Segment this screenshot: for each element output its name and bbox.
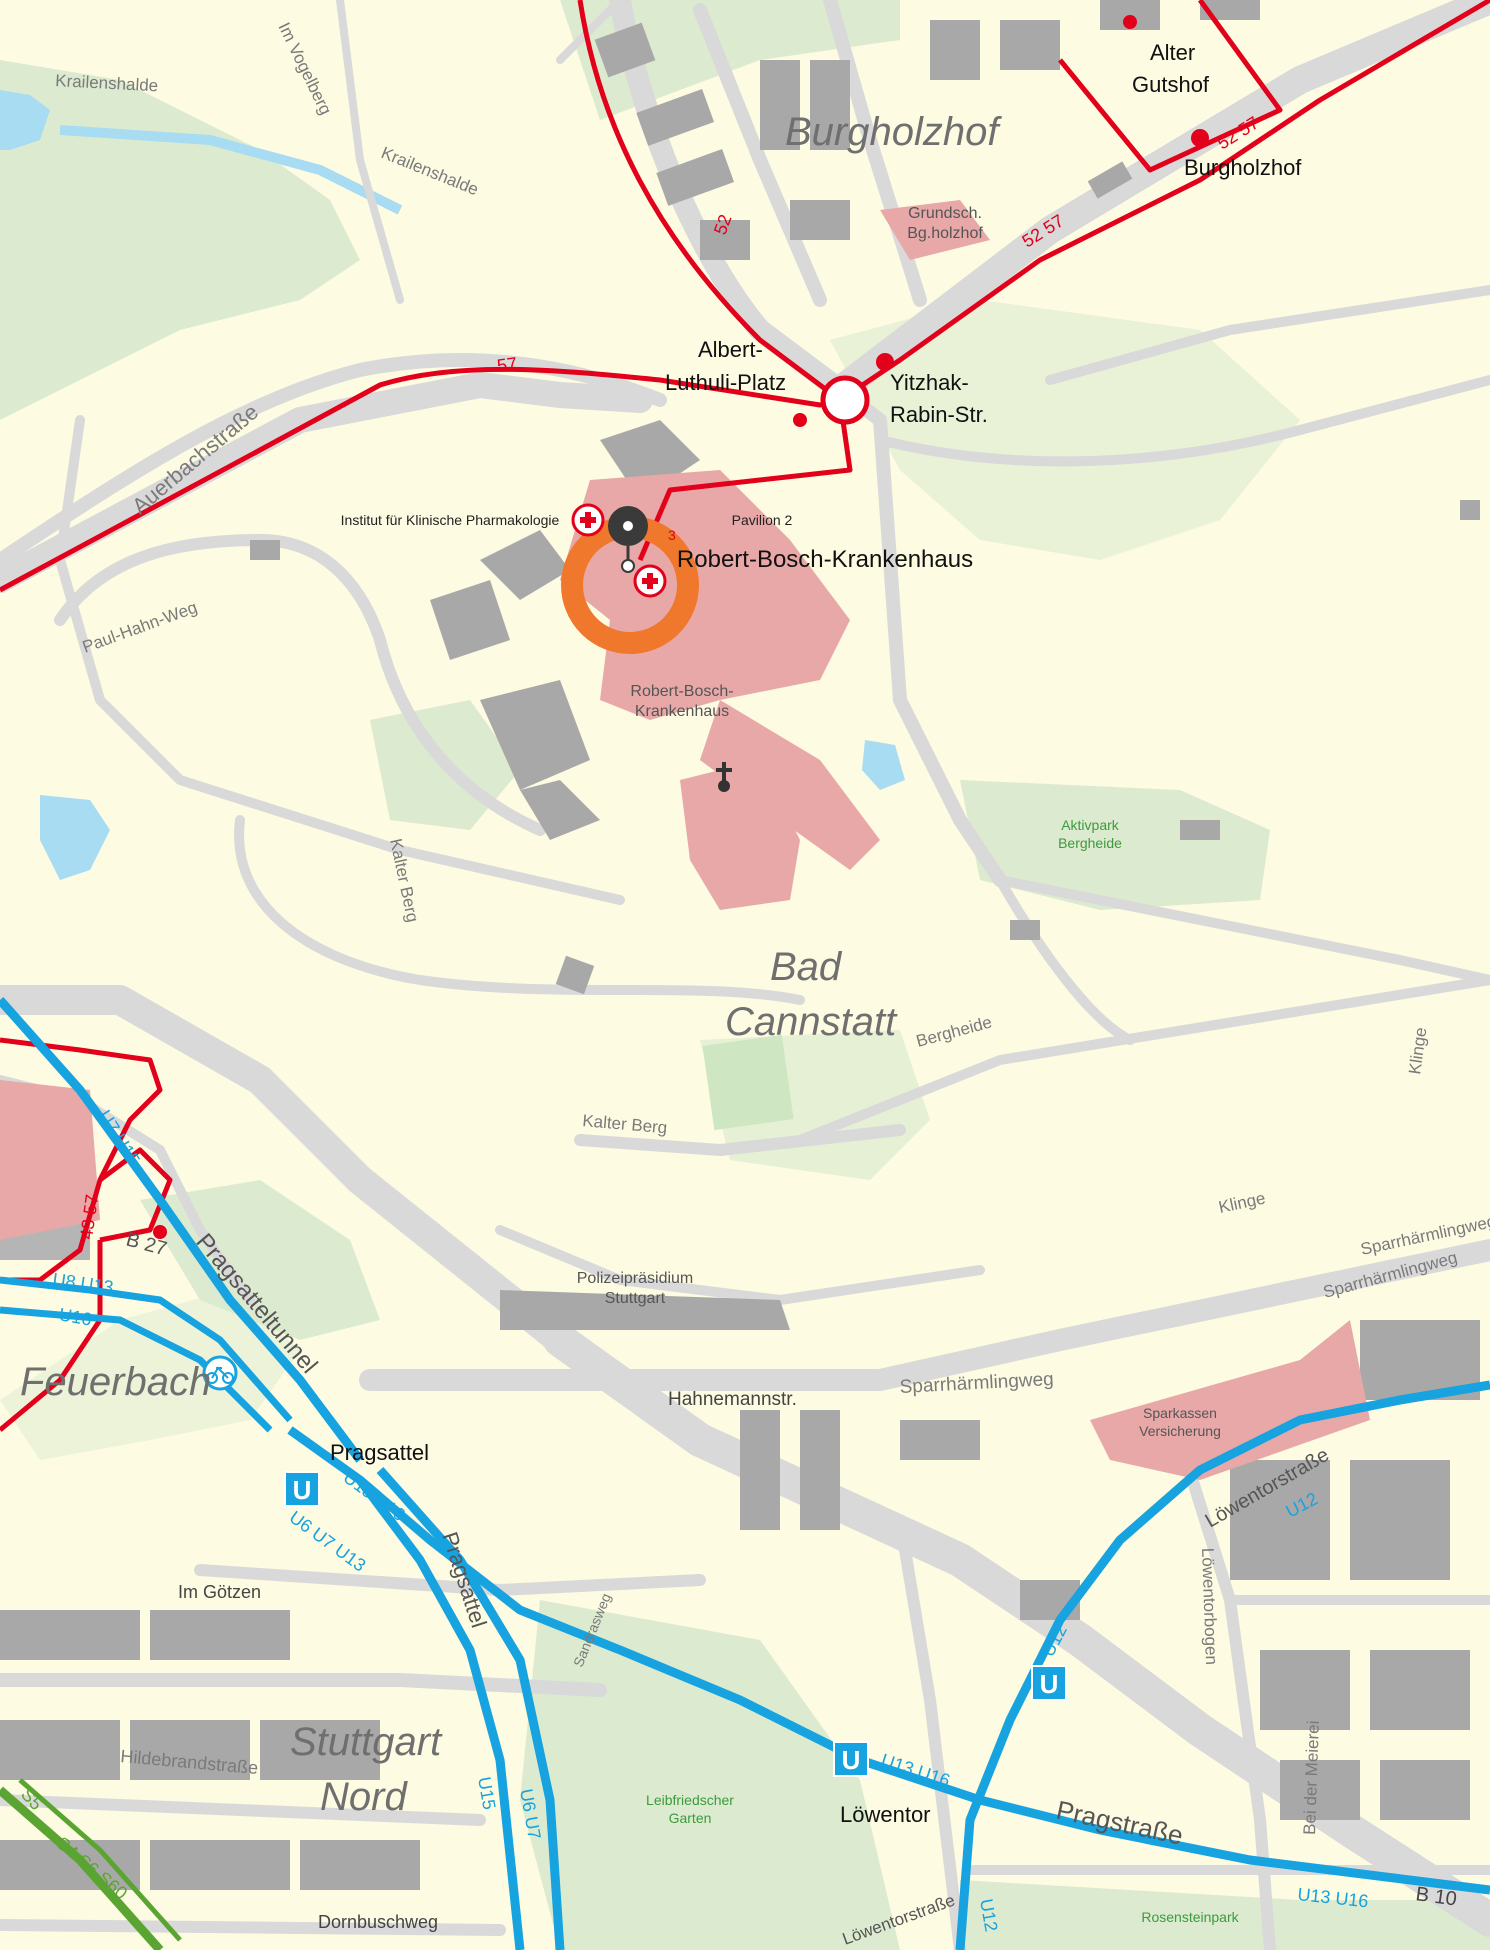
ubahn-u12 [955,1380,1490,1950]
bicycle-icon [202,1355,238,1391]
line-label-u16: U16 [57,1304,93,1329]
label-grundschule: Grundsch. [908,205,982,222]
street-dornbuschweg: Dornbuschweg [318,1912,438,1932]
label-rosensteinpark: Rosensteinpark [1141,1909,1239,1925]
roundabout-icon [820,375,870,425]
street-klinge: Klinge [1405,1026,1430,1075]
street-im-goetzen: Im Götzen [178,1582,261,1602]
street-paul-hahn-weg: Paul-Hahn-Weg [80,598,200,657]
hospital-icon [633,564,667,598]
street-klinge: Klinge [1217,1189,1267,1217]
ubahn-station-u12-icon: U [1031,1665,1067,1701]
stop-dot-luthuli [793,413,807,427]
stop-dot-yitzhak [876,353,894,371]
line-label-u15: U15 [474,1775,499,1811]
label-sparkassen: Versicherung [1139,1423,1221,1439]
district-stuttgart: Stuttgart [290,1720,443,1764]
stop-label-alter-gutshof: Alter [1150,40,1195,65]
district-bad: Bad [770,945,843,989]
stop-dot-feuerbach [153,1225,167,1239]
location-pin-icon [608,506,648,573]
stop-label-albert-luthuli: Luthuli-Platz [665,370,786,395]
stop-label-alter-gutshof: Gutshof [1132,72,1210,97]
street-kalter-berg: Kalter Berg [582,1111,668,1137]
stop-dot-burgholzhof [1191,129,1209,147]
street-hahnemannstr: Hahnemannstr. [668,1389,797,1410]
label-pavilion: Pavilion 2 [732,512,793,528]
street-im-vogelberg: Im Vogelberg [274,19,335,117]
street-bergheide: Bergheide [914,1012,994,1050]
ubahn-station-pragsattel-icon: U [284,1471,320,1507]
stop-label-yitzhak: Yitzhak- [890,370,969,395]
label-rbk-main: Robert-Bosch-Krankenhaus [677,546,973,573]
label-institut: Institut für Klinische Pharmakologie [341,512,560,528]
label-leibfriedscher: Garten [669,1810,712,1826]
district-feuerbach: Feuerbach [20,1360,211,1404]
ubahn-station-loewentor-icon: U [833,1741,869,1777]
district-labels: Burgholzhof Bad Cannstatt Feuerbach Stut… [20,110,1002,1819]
sbahn-lines [0,1778,182,1950]
stop-labels: Alter Gutshof Burgholzhof Albert- Luthul… [330,40,1302,1827]
label-leibfriedscher: Leibfriedscher [646,1792,734,1808]
ubahn-u15-south [356,1477,525,1950]
bus-route-alter-gutshof [1058,0,1283,173]
ubahn-u6-u7-south [376,1467,565,1950]
chapel-icon [716,762,732,792]
ubahn-lines [0,997,1490,1950]
bus-route-43-57 [0,1037,163,1283]
street-krailenshalde: Krailenshalde [379,143,482,199]
ubahn-u8-u13 [0,1276,293,1423]
ubahn-symbol: U [1040,1669,1059,1699]
stop-label-burgholzhof: Burgholzhof [1184,155,1302,180]
district-cannstatt: Cannstatt [725,1000,898,1044]
ubahn-u15-u16-trunk [287,1426,1490,1895]
bus-route-feuerbach-west [0,1240,103,1432]
label-polizei: Polizeipräsidium [577,1270,694,1287]
line-label-u8-u13: U8 U13 [51,1269,114,1297]
district-nord: Nord [320,1775,408,1819]
line-label-57: 57 [496,353,519,376]
label-rbk-building: Krankenhaus [635,703,729,720]
label-aktivpark: Aktivpark [1061,817,1120,833]
line-label-u6-u7-u13: U6 U7 U13 [286,1507,370,1576]
stop-label-pragsattel: Pragsattel [330,1440,429,1465]
stop-label-loewentor: Löwentor [840,1802,931,1827]
label-polizei: Stuttgart [605,1290,666,1307]
bus-stop-dots [153,15,1209,1239]
place-labels: Grundsch. Bg.holzhof Robert-Bosch- Krank… [341,205,1240,1925]
street-pragstrasse: Pragstraße [1054,1795,1186,1851]
line-label-3: 3 [668,527,676,543]
buildings [0,0,1480,1890]
ubahn-symbol: U [842,1745,861,1775]
ubahn-u7-u15 [0,997,364,1463]
bus-route-52 [577,0,853,561]
street-loewentorbogen: Löwentorbogen [1198,1547,1221,1665]
stop-label-albert-luthuli: Albert- [698,337,763,362]
ubahn-symbol: U [293,1475,312,1505]
label-grundschule: Bg.holzhof [907,225,983,242]
water-bodies [0,90,905,880]
label-aktivpark: Bergheide [1058,835,1122,851]
hospital-icon [571,503,605,537]
district-burgholzhof: Burgholzhof [785,110,1002,154]
label-sparkassen: Sparkassen [1143,1405,1217,1421]
street-bei-der-meierei: Bei der Meierei [1300,1720,1323,1835]
stop-dot-alter-gutshof [1123,15,1137,29]
bus-route-57 [0,366,841,593]
stop-label-yitzhak: Rabin-Str. [890,402,988,427]
label-rbk-building: Robert-Bosch- [630,683,733,700]
ubahn-u16 [0,1306,273,1433]
